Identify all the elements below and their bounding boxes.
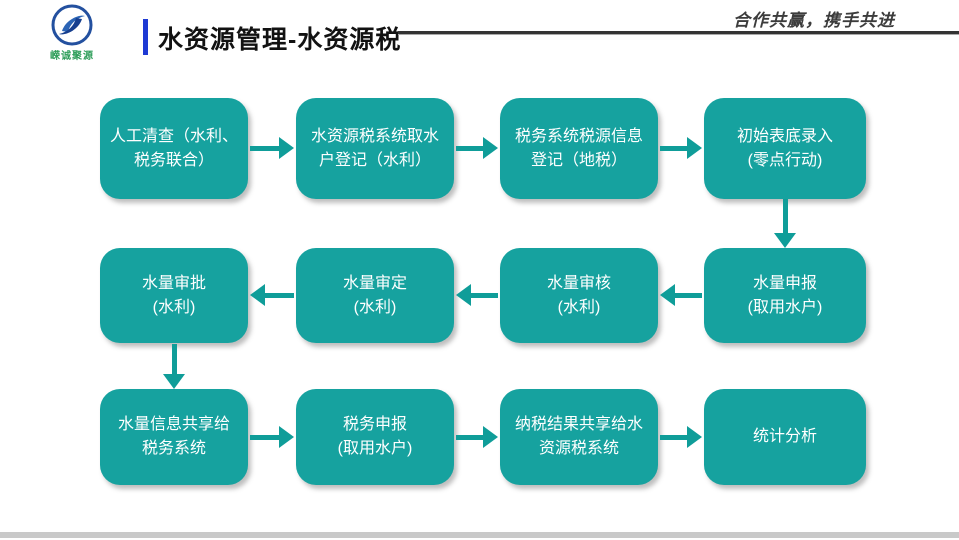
flow-box-initial-meter-entry: 初始表底录入 (零点行动): [704, 98, 866, 199]
arrow-left-icon: [250, 283, 294, 307]
logo-text: 嵘诚聚源: [50, 51, 94, 62]
arrow-down-icon: [162, 344, 186, 389]
flow-box-volume-review: 水量审核 (水利): [500, 248, 658, 343]
footer-bar: [0, 532, 959, 538]
flow-box-tax-source-registration: 税务系统税源信息 登记（地税）: [500, 98, 658, 199]
arrow-down-icon: [773, 199, 797, 248]
flow-box-volume-approval: 水量审批 (水利): [100, 248, 248, 343]
header-divider-line: [398, 31, 959, 35]
flow-box-volume-info-sharing: 水量信息共享给 税务系统: [100, 389, 248, 485]
arrow-right-icon: [456, 136, 498, 160]
arrow-right-icon: [660, 425, 702, 449]
arrow-right-icon: [250, 425, 294, 449]
company-logo: 嵘诚聚源: [40, 4, 104, 62]
flow-box-water-tax-registration: 水资源税系统取水 户登记（水利）: [296, 98, 454, 199]
page-title: 水资源管理-水资源税: [158, 26, 402, 54]
header-slogan: 合作共赢，携手共进: [733, 11, 895, 30]
logo-emblem-icon: [51, 4, 93, 46]
flow-box-volume-declaration: 水量申报 (取用水户): [704, 248, 866, 343]
arrow-left-icon: [456, 283, 498, 307]
arrow-right-icon: [660, 136, 702, 160]
flow-box-manual-check: 人工清查（水利、 税务联合）: [100, 98, 248, 199]
arrow-right-icon: [250, 136, 294, 160]
title-accent-bar: [143, 19, 148, 55]
flow-box-tax-declaration: 税务申报 (取用水户): [296, 389, 454, 485]
arrow-right-icon: [456, 425, 498, 449]
flow-box-statistics-analysis: 统计分析: [704, 389, 866, 485]
flow-box-tax-result-sharing: 纳税结果共享给水 资源税系统: [500, 389, 658, 485]
flow-box-volume-determination: 水量审定 (水利): [296, 248, 454, 343]
arrow-left-icon: [660, 283, 702, 307]
